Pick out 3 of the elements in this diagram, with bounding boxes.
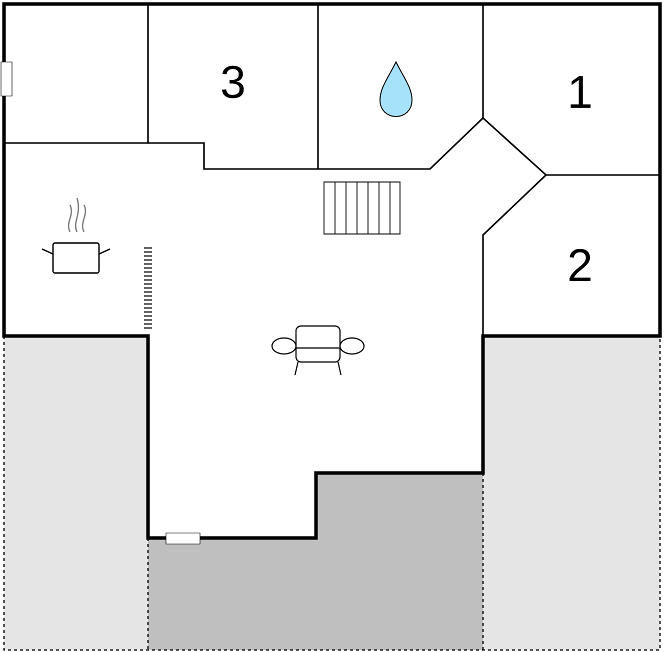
- room-number: 1: [570, 76, 591, 108]
- room-number: 2: [570, 248, 590, 282]
- room-number: 3: [222, 66, 244, 98]
